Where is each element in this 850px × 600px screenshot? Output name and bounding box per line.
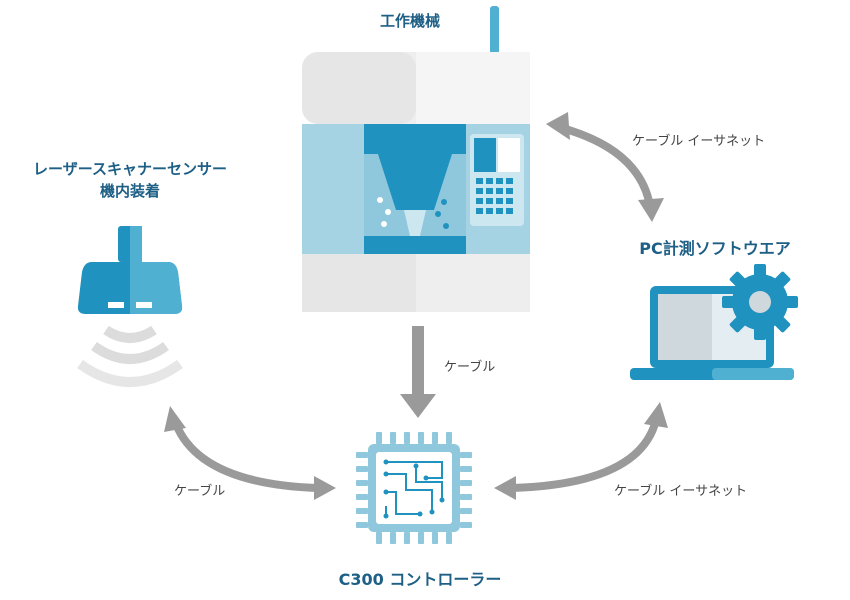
pc-software-label: PC計測ソフトウエア: [639, 239, 791, 258]
sensor-label-line1: レーザースキャナーセンサー: [33, 160, 227, 178]
label-sensor-controller: ケーブル: [174, 484, 226, 499]
label-pc-controller: ケーブル イーサネット: [614, 484, 748, 499]
controller-label: C300 コントローラー: [338, 570, 502, 589]
machine-tool-label: 工作機械: [379, 12, 440, 30]
label-machine-pc: ケーブル イーサネット: [632, 134, 766, 149]
label-machine-controller: ケーブル: [444, 360, 496, 375]
sensor-label-line2: 機内装着: [99, 182, 160, 200]
